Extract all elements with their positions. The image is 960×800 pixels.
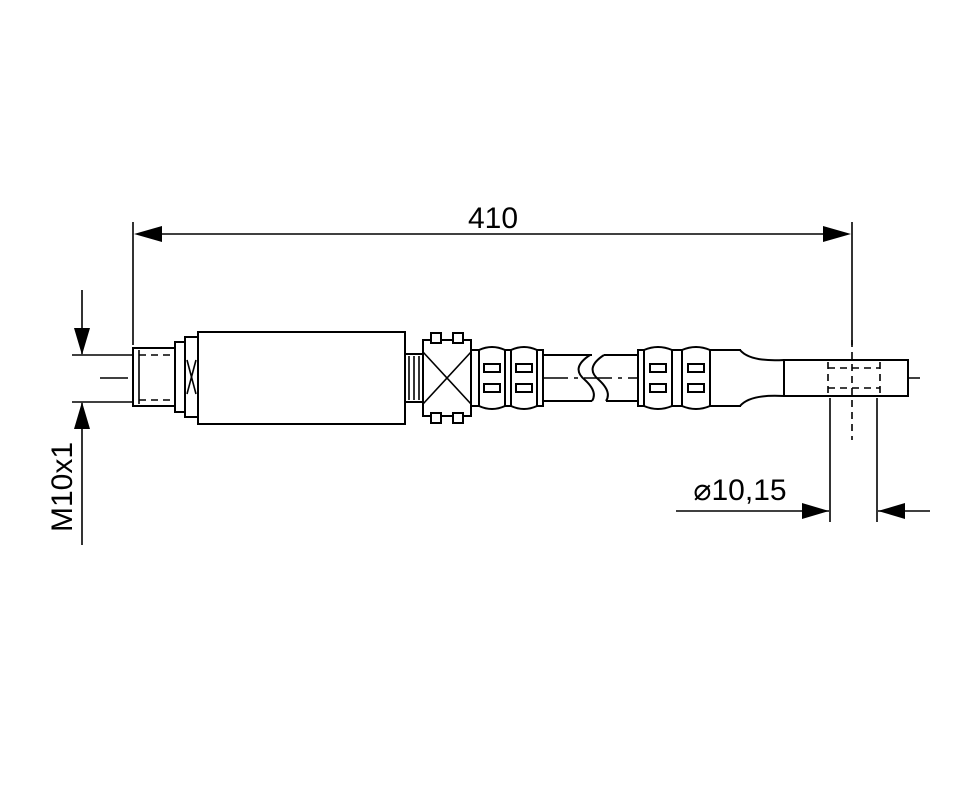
diameter-dimension: ⌀10,15 — [676, 398, 930, 522]
diameter-arrow-left — [802, 503, 829, 519]
length-dimension: 410 — [132, 202, 853, 345]
break-line-left — [577, 354, 595, 402]
diameter-label: ⌀10,15 — [693, 474, 786, 507]
threaded-fitting — [132, 331, 406, 425]
break-line-right — [591, 354, 609, 402]
diameter-arrow-right — [878, 503, 905, 519]
thread-arrow-top — [74, 328, 90, 355]
thread-label: M10x1 — [46, 442, 79, 532]
thread-dimension: M10x1 — [46, 290, 133, 545]
arrowhead-left — [134, 226, 162, 242]
hose — [543, 354, 638, 402]
thread-body — [132, 347, 176, 407]
end-fitting — [783, 340, 909, 440]
clip-body — [422, 339, 472, 417]
crimp-sleeve — [197, 331, 406, 425]
protective-sleeve-left — [470, 346, 544, 410]
protective-sleeve-right — [637, 346, 785, 410]
mounting-clip — [404, 332, 472, 424]
arrowhead-right — [823, 226, 851, 242]
length-label: 410 — [468, 202, 518, 235]
collar — [174, 341, 186, 413]
thread-arrow-bottom — [74, 402, 90, 429]
sleeve-taper — [709, 349, 785, 407]
end-fitting-body — [783, 359, 909, 397]
